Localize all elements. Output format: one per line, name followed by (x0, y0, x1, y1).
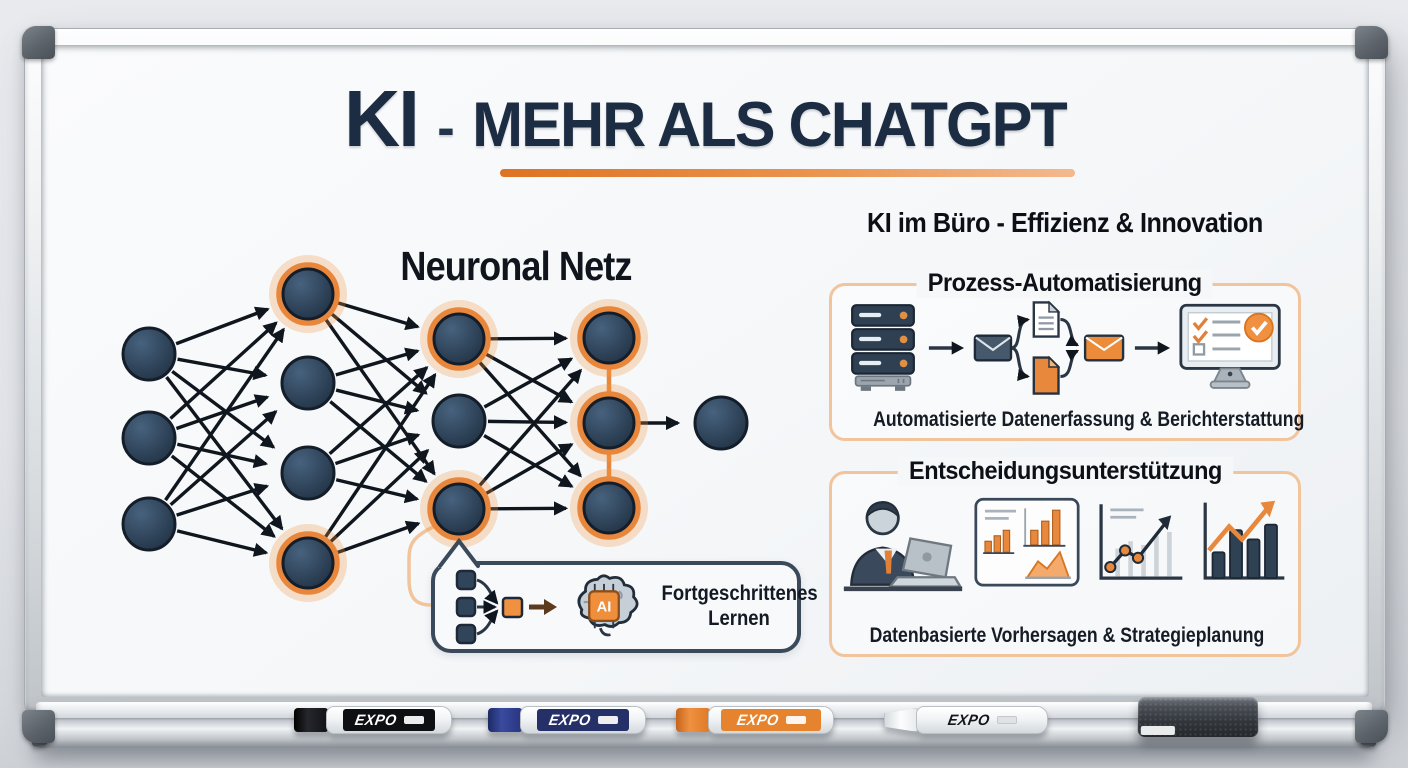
marker-blue-label-chip (598, 716, 618, 724)
server-stack-icon (847, 302, 919, 394)
presentation-charts-icon (974, 496, 1080, 592)
network-nodes (123, 260, 747, 597)
marker-orange-label: EXPO (721, 709, 821, 731)
marker-black: EXPO (294, 706, 452, 734)
marker-black-cap (294, 708, 328, 732)
ai-brain-chip-icon: AI (567, 571, 641, 643)
marker-blue-brand-text: EXPO (548, 712, 593, 729)
process-box-caption-text: Automatisierte Datenerfassung & Berichte… (873, 408, 1304, 432)
decision-box-title-text: Entscheidungsunterstützung (897, 457, 1232, 486)
marker-black-brand-text: EXPO (354, 712, 399, 729)
marker-white-body: EXPO (916, 706, 1048, 734)
page-title: KI - MEHR ALS CHATGPT (41, 79, 1369, 177)
frame-corner-top-right (1355, 26, 1388, 59)
advanced-learning-callout: AI Fortgeschrittenes Lernen (431, 561, 801, 653)
marker-black-body: EXPO (326, 706, 452, 734)
page-title-row: KI - MEHR ALS CHATGPT (344, 79, 1066, 159)
process-box-icons (832, 300, 1298, 396)
arrow-right-icon (927, 338, 965, 358)
marker-orange: EXPO (676, 706, 836, 734)
frame-corner-bottom-left (22, 710, 55, 743)
report-checklist-monitor-icon (1179, 302, 1283, 394)
decision-support-box: Entscheidungsunterstützung (829, 471, 1301, 657)
title-rest: MEHR ALS CHATGPT (472, 94, 1066, 157)
marker-white-label-chip (997, 716, 1017, 724)
process-automation-box: Prozess-Automatisierung (829, 283, 1301, 441)
marker-blue-label: EXPO (537, 709, 629, 731)
eraser-felt-pad (1141, 726, 1175, 735)
marker-black-label: EXPO (343, 709, 435, 731)
right-panel-heading-text: KI im Büro - Effizienz & Innovation (867, 207, 1263, 239)
marker-orange-cap (676, 708, 710, 732)
trend-line-chart-icon (1090, 496, 1186, 592)
marker-white: EXPO (884, 706, 1048, 734)
process-box-title-text: Prozess-Automatisierung (917, 269, 1213, 298)
process-box-caption: Automatisierte Datenerfassung & Berichte… (832, 408, 1298, 432)
whiteboard-eraser (1138, 697, 1259, 737)
whiteboard-surface: KI - MEHR ALS CHATGPT Neuronal Netz (41, 45, 1369, 697)
decision-box-caption: Datenbasierte Vorhersagen & Strategiepla… (832, 624, 1298, 648)
whiteboard: KI - MEHR ALS CHATGPT Neuronal Netz (24, 28, 1386, 714)
ai-chip-label: AI (597, 600, 612, 616)
network-label: Neuronal Netz (397, 243, 635, 290)
growth-bar-chart-icon (1196, 496, 1288, 592)
process-box-title: Prozess-Automatisierung (832, 269, 1298, 298)
mail-document-workflow-icon (973, 300, 1125, 396)
marker-orange-body: EXPO (708, 706, 834, 734)
marker-blue: EXPO (488, 706, 642, 734)
marker-blue-body: EXPO (520, 706, 646, 734)
marker-blue-cap (488, 708, 522, 732)
title-underline (500, 169, 1075, 177)
marker-white-label: EXPO (936, 709, 1028, 731)
arrow-right-icon (1133, 338, 1171, 358)
marker-black-label-chip (404, 716, 424, 724)
callout-label: Fortgeschrittenes Lernen (662, 582, 817, 632)
decision-box-icons (832, 490, 1298, 598)
frame-corner-top-left (22, 26, 55, 59)
marker-white-brand-text: EXPO (947, 712, 992, 729)
marker-white-cap (884, 708, 918, 732)
marker-orange-label-chip (786, 716, 806, 724)
frame-corner-bottom-right (1355, 710, 1388, 743)
title-ki: KI (344, 79, 418, 159)
decision-box-title: Entscheidungsunterstützung (832, 457, 1298, 486)
analyst-laptop-icon (842, 492, 964, 596)
marker-orange-brand-text: EXPO (736, 712, 781, 729)
network-edges (165, 302, 678, 553)
title-separator: - (437, 101, 453, 155)
data-flow-icon (453, 568, 557, 646)
right-panel-heading: KI im Büro - Effizienz & Innovation (829, 207, 1301, 239)
decision-box-caption-text: Datenbasierte Vorhersagen & Strategiepla… (870, 624, 1265, 648)
